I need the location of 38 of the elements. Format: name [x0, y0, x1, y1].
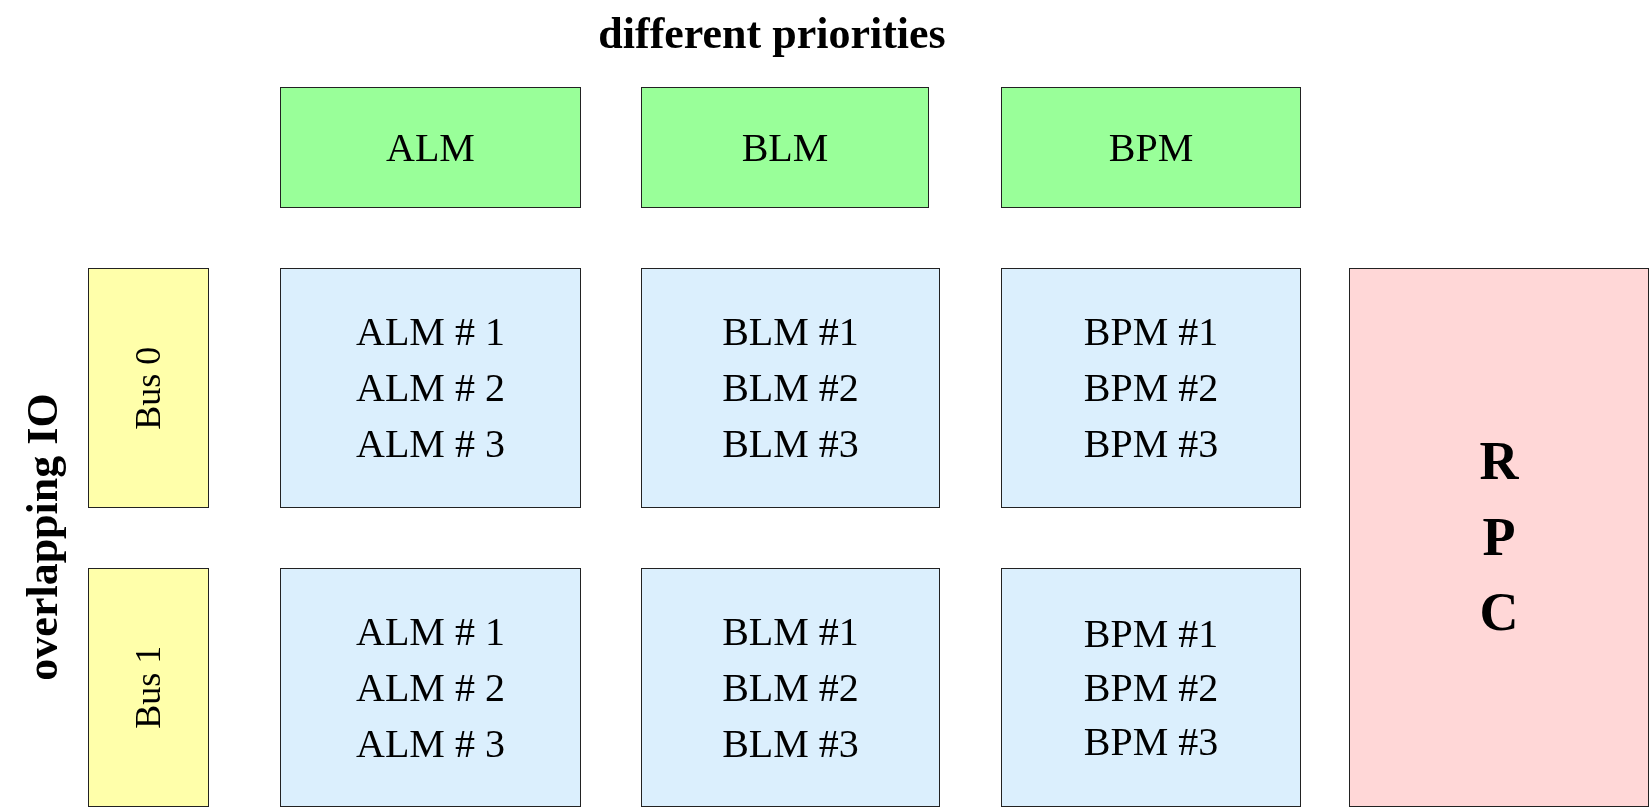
device-list-box	[280, 568, 581, 807]
category-box	[280, 87, 581, 208]
device-label: ALM # 3	[356, 719, 505, 768]
device-label: BLM #3	[722, 420, 859, 468]
device-list-box	[641, 268, 940, 508]
device-list-box	[1001, 568, 1301, 807]
rpc-box	[1349, 268, 1649, 807]
device-label: BLM #2	[722, 364, 859, 412]
bus-label: Bus 1	[127, 646, 170, 729]
side-label: overlapping IO	[16, 393, 68, 681]
bus-box	[88, 568, 209, 807]
device-label: ALM # 2	[356, 364, 505, 412]
category-label: BPM	[1108, 123, 1194, 172]
device-list-box	[641, 568, 940, 807]
device-label: BLM #3	[722, 719, 859, 768]
bus-label: Bus 0	[127, 346, 170, 430]
device-list-box	[1001, 268, 1301, 508]
device-label: ALM # 3	[356, 420, 505, 468]
category-box	[1001, 87, 1301, 208]
device-label: BPM #3	[1083, 717, 1219, 766]
title: different priorities	[598, 8, 946, 59]
device-label: BLM #1	[722, 607, 859, 656]
device-label: BPM #1	[1083, 609, 1219, 658]
device-label: BPM #3	[1083, 420, 1219, 468]
category-label: BLM	[741, 123, 829, 172]
category-box	[641, 87, 929, 208]
device-list-box	[280, 268, 581, 508]
device-label: ALM # 1	[356, 308, 505, 356]
category-label: ALM	[386, 123, 475, 172]
device-label: BLM #1	[722, 308, 859, 356]
device-label: ALM # 1	[356, 607, 505, 656]
device-label: BLM #2	[722, 663, 859, 712]
device-label: ALM # 2	[356, 663, 505, 712]
device-label: BPM #2	[1083, 364, 1219, 412]
rpc-label: RPC	[1478, 430, 1520, 645]
device-label: BPM #2	[1083, 663, 1219, 712]
bus-box	[88, 268, 209, 508]
device-label: BPM #1	[1083, 308, 1219, 356]
